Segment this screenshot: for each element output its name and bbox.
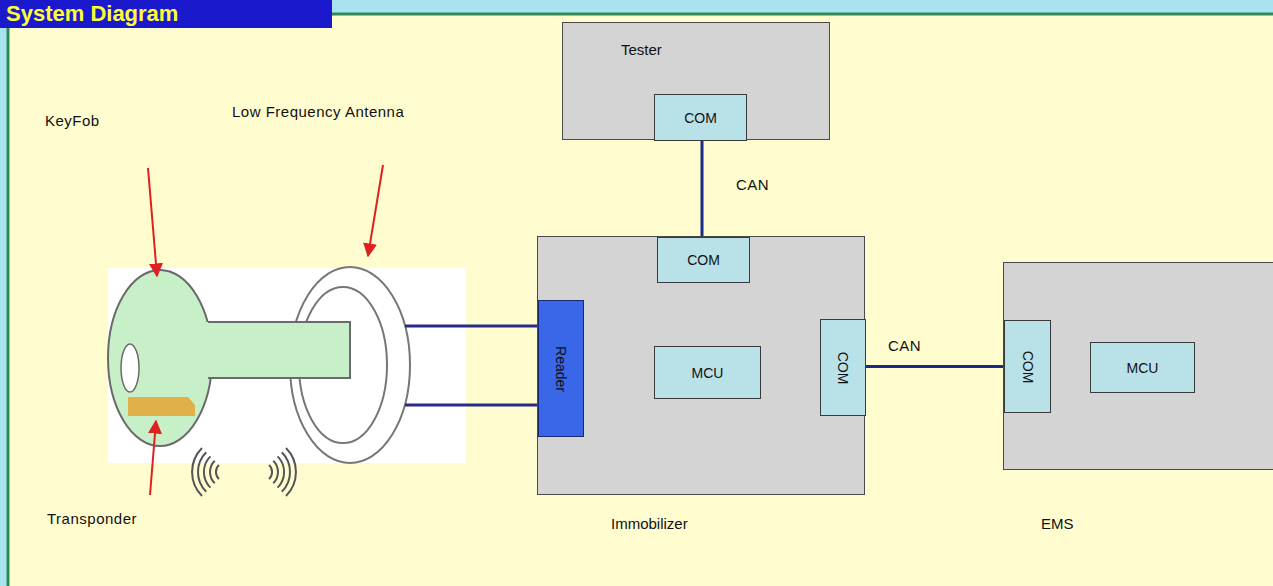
box-label: MCU	[1127, 359, 1159, 376]
wave-arc	[216, 465, 219, 479]
mcu-box: MCU	[1090, 342, 1195, 393]
key-shaft-outline	[208, 322, 350, 378]
port-box: COM	[820, 319, 866, 416]
wave-arc	[204, 456, 210, 487]
box-label: COM	[1019, 350, 1036, 383]
part-name: Transponder	[47, 510, 137, 528]
module-name: Tester	[621, 41, 662, 59]
key-hole	[121, 344, 139, 392]
wave-arc	[282, 452, 290, 492]
leader-arrow	[150, 421, 156, 495]
module-box: TesterCOM	[562, 22, 830, 140]
part-name: KeyFob	[45, 112, 100, 130]
wave-arc	[269, 465, 272, 479]
antenna-wire	[405, 325, 537, 328]
box-label: COM	[684, 109, 717, 126]
key-shaft	[200, 322, 350, 378]
module-box: EMSCOMMCU	[1003, 262, 1273, 470]
box-label: COM	[835, 351, 852, 384]
can-bus-line	[866, 365, 1004, 368]
wave-arc	[192, 448, 202, 496]
box-label: MCU	[692, 364, 724, 381]
port-box: COM	[657, 237, 750, 283]
can-bus-line	[701, 141, 704, 237]
transponder-chip	[128, 397, 195, 416]
bus-label: CAN	[886, 337, 923, 355]
key-head	[108, 270, 212, 446]
title-box: System Diagram	[0, 0, 332, 28]
leader-arrow	[148, 168, 157, 276]
illustration-ground	[108, 268, 466, 463]
wave-arc	[210, 461, 215, 484]
port-box: COM	[1004, 320, 1051, 413]
bus-label: CAN	[734, 176, 771, 194]
diagram-title: System Diagram	[0, 0, 178, 28]
box-label: COM	[687, 252, 720, 269]
mcu-box: MCU	[654, 346, 761, 399]
wave-arc	[286, 448, 296, 496]
part-name: Low Frequency Antenna	[232, 103, 404, 121]
wave-arc	[198, 452, 206, 492]
antenna-wire	[405, 404, 537, 407]
box-label: Reader	[553, 346, 570, 392]
module-name: Immobilizer	[611, 515, 688, 533]
wave-arc	[278, 456, 284, 487]
wave-arc	[273, 461, 278, 484]
module-box: ImmobilizerCOMReaderMCUCOM	[537, 236, 865, 495]
port-box: COM	[654, 94, 747, 141]
radio-waves	[192, 448, 296, 496]
reader-box: Reader	[538, 300, 584, 437]
module-name: EMS	[1041, 515, 1074, 533]
leader-arrow	[368, 165, 383, 256]
